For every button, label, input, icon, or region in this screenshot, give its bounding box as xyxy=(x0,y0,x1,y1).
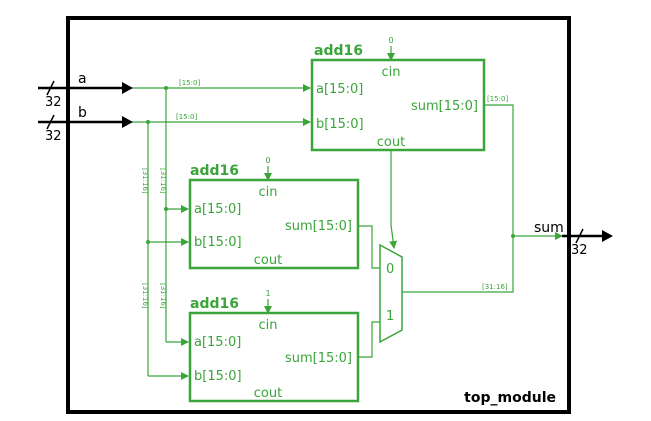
slice-label: [15:0] xyxy=(179,79,200,87)
cin-value: 1 xyxy=(265,289,270,298)
mux-shape xyxy=(379,243,403,344)
port-a: a[15:0] xyxy=(194,202,241,217)
port-sum: sum[15:0] xyxy=(285,351,352,366)
port-cout: cout xyxy=(254,386,282,401)
slice-label: [31:16] xyxy=(159,283,167,309)
cin-value: 0 xyxy=(388,36,393,45)
module-frame xyxy=(66,16,571,414)
port-sum: sum[15:0] xyxy=(285,219,352,234)
port-a: a[15:0] xyxy=(194,335,241,350)
adder-top-box xyxy=(310,58,486,152)
adder-bot-box xyxy=(188,311,360,403)
port-cout: cout xyxy=(254,253,282,268)
port-sum: sum[15:0] xyxy=(411,99,478,114)
slice-label: [31:16] xyxy=(159,168,167,194)
slice-label: [15:0] xyxy=(176,113,197,121)
adder-mid-box xyxy=(188,178,360,270)
mux-in1-label: 1 xyxy=(386,309,394,324)
port-b: b[15:0] xyxy=(316,117,364,132)
port-cin: cin xyxy=(259,318,278,333)
port-b: b[15:0] xyxy=(194,235,242,250)
port-cin: cin xyxy=(259,185,278,200)
port-a: a[15:0] xyxy=(316,82,363,97)
mux-in0-label: 0 xyxy=(386,262,394,277)
port-cin: cin xyxy=(382,65,401,80)
adder-title: add16 xyxy=(190,163,239,179)
module-name: top_module xyxy=(464,390,556,406)
slice-label: [31:16] xyxy=(482,283,508,291)
port-b: b[15:0] xyxy=(194,369,242,384)
cin-value: 0 xyxy=(265,156,270,165)
output-sum-width: 32 xyxy=(571,243,588,258)
input-a-width: 32 xyxy=(45,95,62,110)
io-wires xyxy=(38,80,613,244)
slice-label: [31:16] xyxy=(141,283,149,309)
adder-title: add16 xyxy=(314,43,363,59)
input-b-width: 32 xyxy=(45,129,62,144)
slice-label: [15:0] xyxy=(487,95,508,103)
input-b-label: b xyxy=(78,105,87,121)
input-a-label: a xyxy=(78,71,87,87)
port-cout: cout xyxy=(377,135,405,150)
adder-title: add16 xyxy=(190,296,239,312)
wires xyxy=(130,46,563,380)
output-sum-label: sum xyxy=(534,220,564,236)
slice-label: [31:16] xyxy=(141,168,149,194)
